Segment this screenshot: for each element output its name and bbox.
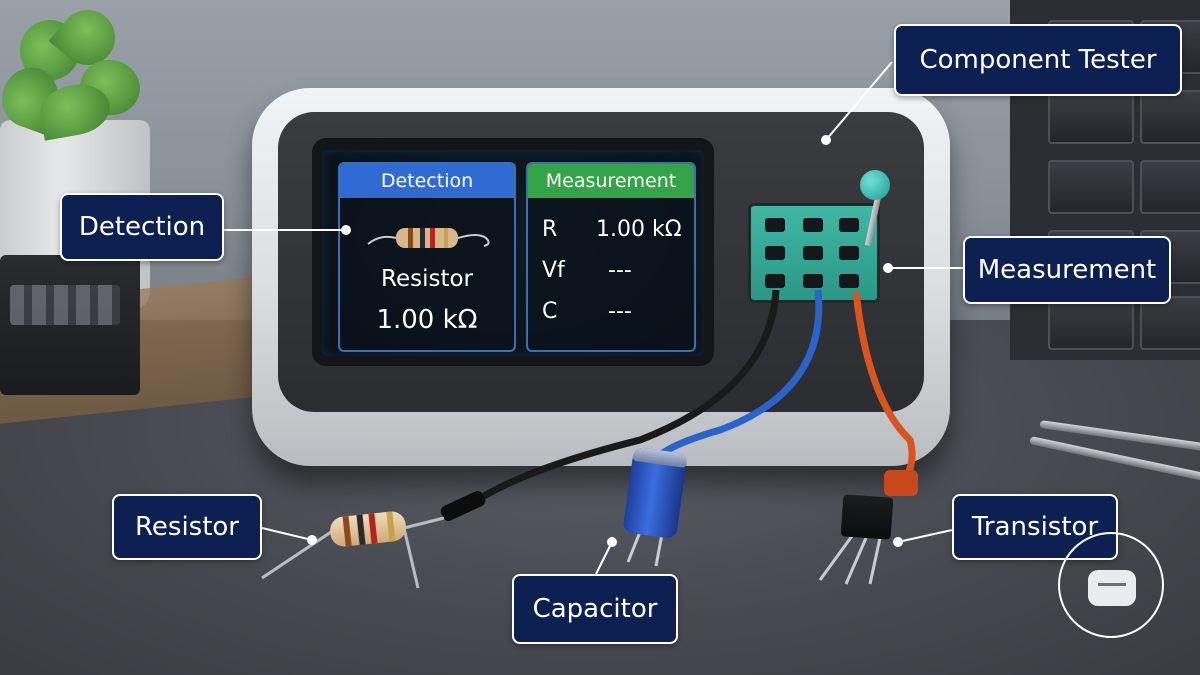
transistor-lead xyxy=(868,537,882,585)
parts-tray xyxy=(0,255,140,395)
measurement-row-label: R xyxy=(542,217,558,242)
color-band xyxy=(386,511,396,542)
capacitor-lead xyxy=(626,531,642,563)
measurement-row-value: --- xyxy=(608,258,632,283)
socket-slot xyxy=(765,218,785,232)
black-test-lead xyxy=(467,289,780,508)
socket-slot xyxy=(765,246,785,260)
transistor-lead xyxy=(844,537,868,585)
capacitor-lead xyxy=(654,533,664,567)
drawer xyxy=(1140,296,1200,350)
measurement-row-label: C xyxy=(542,299,558,324)
callout-capacitor: Capacitor xyxy=(512,574,678,644)
socket-slot xyxy=(803,274,823,288)
socket-slot xyxy=(765,274,785,288)
robot-icon xyxy=(1058,532,1164,638)
leader-line-component-tester xyxy=(825,61,893,141)
resistor-lead xyxy=(402,527,420,589)
socket-slot xyxy=(839,274,859,288)
measurement-panel-title: Measurement xyxy=(528,164,694,198)
transistor-component xyxy=(840,494,894,540)
color-band xyxy=(356,514,366,545)
color-band xyxy=(342,515,352,547)
measurement-row-value: 1.00 kΩ xyxy=(596,217,682,242)
measurement-panel: Measurement xyxy=(526,162,696,352)
leader-dot xyxy=(341,225,351,235)
drawer xyxy=(1048,160,1134,214)
drawer xyxy=(1140,160,1200,214)
leader-dot xyxy=(883,263,893,273)
callout-resistor: Resistor xyxy=(112,494,262,560)
socket-slot xyxy=(803,218,823,232)
detected-component-value: 1.00 kΩ xyxy=(376,305,478,335)
leader-dot xyxy=(607,537,617,547)
drawer xyxy=(1140,90,1200,144)
socket-slot xyxy=(803,246,823,260)
detection-panel: Detection xyxy=(338,162,516,352)
socket-slot xyxy=(839,246,859,260)
measurement-row-value: --- xyxy=(608,299,632,324)
callout-detection: Detection xyxy=(60,193,224,261)
leader-dot xyxy=(821,135,831,145)
color-band xyxy=(368,513,378,544)
leader-line-transistor xyxy=(897,529,953,543)
detected-component-type: Resistor xyxy=(381,266,473,292)
drawer xyxy=(1048,296,1134,350)
transistor-lead xyxy=(818,535,854,581)
resistor-lead xyxy=(261,528,335,580)
leader-line-resistor xyxy=(261,527,313,541)
detection-panel-title: Detection xyxy=(340,164,514,198)
red-probe xyxy=(884,470,918,496)
socket-slot xyxy=(839,218,859,232)
zif-test-socket[interactable] xyxy=(748,203,880,303)
black-probe xyxy=(440,491,486,521)
callout-component-tester: Component Tester xyxy=(894,24,1182,96)
resistor-lead xyxy=(403,516,445,530)
robot-face xyxy=(1088,570,1136,606)
measurement-row-label: Vf xyxy=(542,258,565,283)
socket-lever-knob[interactable] xyxy=(860,170,890,200)
callout-measurement: Measurement xyxy=(963,236,1171,304)
leader-line-capacitor xyxy=(595,541,613,575)
resistor-icon xyxy=(367,228,490,248)
leader-dot xyxy=(307,535,317,545)
leader-dot xyxy=(893,537,903,547)
red-test-lead xyxy=(852,291,916,493)
